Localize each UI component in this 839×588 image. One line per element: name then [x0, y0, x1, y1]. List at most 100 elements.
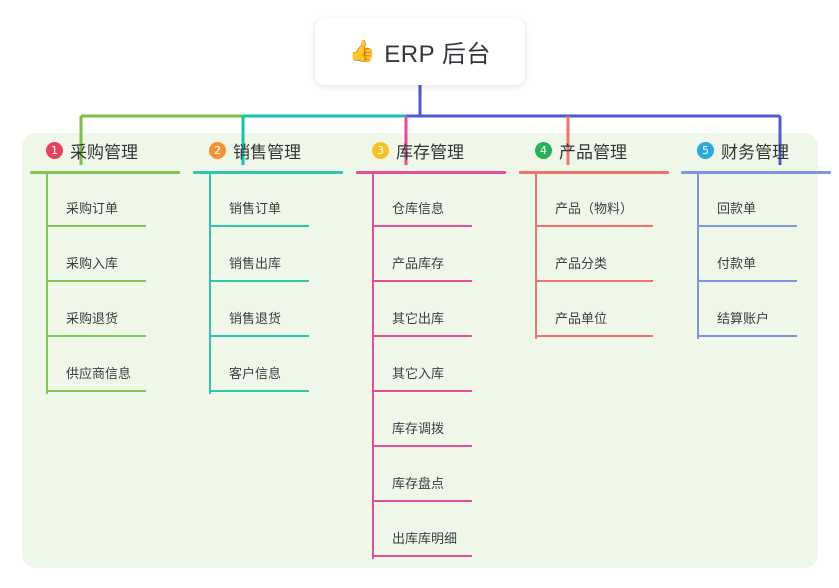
leaf-item-underline — [372, 280, 472, 282]
branch-columns: 1 采购管理采购订单采购入库采购退货供应商信息 2 销售管理销售订单销售出库销售退货客… — [0, 133, 839, 568]
content-panel — [22, 133, 818, 568]
leaf-item[interactable]: 采购订单 — [30, 174, 180, 229]
leaf-item-underline — [46, 390, 146, 392]
branch-column-5[interactable]: 5 财务管理回款单付款单结算账户 — [681, 133, 831, 339]
leaf-item-label: 回款单 — [717, 201, 757, 216]
leaf-item-label: 销售订单 — [229, 201, 282, 216]
leaf-item-underline — [209, 225, 309, 227]
leaf-item[interactable]: 其它出库 — [356, 284, 506, 339]
branch-items: 仓库信息产品库存其它出库其它入库库存调拨库存盘点出库库明细 — [356, 174, 506, 559]
branch-header[interactable]: 4 产品管理 — [519, 133, 669, 167]
branch-number-badge: 4 — [535, 141, 552, 159]
leaf-item-underline — [697, 225, 797, 227]
leaf-item-underline — [372, 335, 472, 337]
branch-spine — [209, 174, 211, 394]
branch-column-4[interactable]: 4 产品管理产品（物料） 产品分类产品单位 — [519, 133, 669, 339]
branch-underline — [193, 171, 343, 174]
branch-underline — [519, 171, 669, 174]
leaf-item[interactable]: 付款单 — [681, 229, 831, 284]
thumbs-up-icon: 👍 — [349, 40, 376, 63]
branch-number-badge: 2 — [209, 141, 226, 159]
leaf-item-underline — [46, 335, 146, 337]
leaf-item[interactable]: 供应商信息 — [30, 339, 180, 394]
leaf-item[interactable]: 客户信息 — [193, 339, 343, 394]
branch-title: 产品管理 — [559, 142, 627, 162]
branch-title: 财务管理 — [721, 142, 789, 162]
leaf-item[interactable]: 回款单 — [681, 174, 831, 229]
branch-items: 销售订单销售出库销售退货客户信息 — [193, 174, 343, 394]
branch-underline — [681, 171, 831, 174]
leaf-item[interactable]: 采购退货 — [30, 284, 180, 339]
leaf-item[interactable]: 产品库存 — [356, 229, 506, 284]
leaf-item-underline — [535, 335, 653, 337]
leaf-item-underline — [209, 280, 309, 282]
leaf-item[interactable]: 销售退货 — [193, 284, 343, 339]
leaf-item[interactable]: 产品单位 — [519, 284, 669, 339]
branch-column-3[interactable]: 3 库存管理仓库信息产品库存其它出库其它入库库存调拨库存盘点出库库明细 — [356, 133, 506, 559]
leaf-item[interactable]: 出库库明细 — [356, 504, 506, 559]
leaf-item-underline — [46, 280, 146, 282]
leaf-item-underline — [46, 225, 146, 227]
leaf-item-label: 付款单 — [717, 256, 757, 271]
branch-column-1[interactable]: 1 采购管理采购订单采购入库采购退货供应商信息 — [30, 133, 180, 394]
leaf-item-label: 销售出库 — [229, 256, 282, 271]
leaf-item[interactable]: 销售订单 — [193, 174, 343, 229]
leaf-item-label: 库存盘点 — [392, 476, 445, 491]
branch-items: 回款单付款单结算账户 — [681, 174, 831, 339]
branch-underline — [30, 171, 180, 174]
root-node-title: ERP 后台 — [384, 41, 491, 68]
leaf-item-label: 其它出库 — [392, 311, 445, 326]
branch-header[interactable]: 3 库存管理 — [356, 133, 506, 167]
leaf-item[interactable]: 产品分类 — [519, 229, 669, 284]
leaf-item-underline — [372, 500, 472, 502]
branch-header[interactable]: 1 采购管理 — [30, 133, 180, 167]
leaf-item-underline — [209, 335, 309, 337]
leaf-item[interactable]: 库存盘点 — [356, 449, 506, 504]
leaf-item-label: 客户信息 — [229, 366, 282, 381]
branch-column-2[interactable]: 2 销售管理销售订单销售出库销售退货客户信息 — [193, 133, 343, 394]
leaf-item-label: 供应商信息 — [66, 366, 132, 381]
root-node-card[interactable]: 👍 ERP 后台 — [315, 18, 525, 85]
leaf-item-label: 仓库信息 — [392, 201, 445, 216]
leaf-item-label: 产品（物料） — [555, 201, 634, 216]
leaf-item-label: 其它入库 — [392, 366, 445, 381]
branch-spine — [697, 174, 699, 339]
leaf-item-underline — [209, 390, 309, 392]
leaf-item-label: 采购入库 — [66, 256, 119, 271]
branch-underline — [356, 171, 506, 174]
leaf-item-underline — [372, 445, 472, 447]
leaf-item-label: 采购退货 — [66, 311, 119, 326]
branch-header[interactable]: 5 财务管理 — [681, 133, 831, 167]
leaf-item[interactable]: 仓库信息 — [356, 174, 506, 229]
branch-spine — [46, 174, 48, 394]
leaf-item[interactable]: 采购入库 — [30, 229, 180, 284]
leaf-item[interactable]: 其它入库 — [356, 339, 506, 394]
leaf-item-underline — [372, 555, 472, 557]
leaf-item[interactable]: 销售出库 — [193, 229, 343, 284]
branch-spine — [372, 174, 374, 559]
leaf-item-label: 库存调拨 — [392, 421, 445, 436]
leaf-item-underline — [697, 280, 797, 282]
leaf-item-label: 产品分类 — [555, 256, 608, 271]
leaf-item-underline — [372, 390, 472, 392]
leaf-item-underline — [697, 335, 797, 337]
leaf-item[interactable]: 结算账户 — [681, 284, 831, 339]
branch-title: 采购管理 — [70, 142, 138, 162]
leaf-item-underline — [372, 225, 472, 227]
branch-number-badge: 5 — [697, 141, 714, 159]
leaf-item[interactable]: 产品（物料） — [519, 174, 669, 229]
branch-number-badge: 3 — [372, 141, 389, 159]
leaf-item-label: 结算账户 — [717, 311, 770, 326]
root-node-content: 👍 ERP 后台 — [349, 34, 491, 69]
branch-header[interactable]: 2 销售管理 — [193, 133, 343, 167]
branch-number-badge: 1 — [46, 141, 63, 159]
leaf-item-underline — [535, 225, 653, 227]
leaf-item-label: 出库库明细 — [392, 531, 458, 546]
branch-title: 库存管理 — [396, 142, 464, 162]
branch-title: 销售管理 — [233, 142, 301, 162]
leaf-item[interactable]: 库存调拨 — [356, 394, 506, 449]
branch-spine — [535, 174, 537, 339]
branch-items: 产品（物料） 产品分类产品单位 — [519, 174, 669, 339]
branch-items: 采购订单采购入库采购退货供应商信息 — [30, 174, 180, 394]
